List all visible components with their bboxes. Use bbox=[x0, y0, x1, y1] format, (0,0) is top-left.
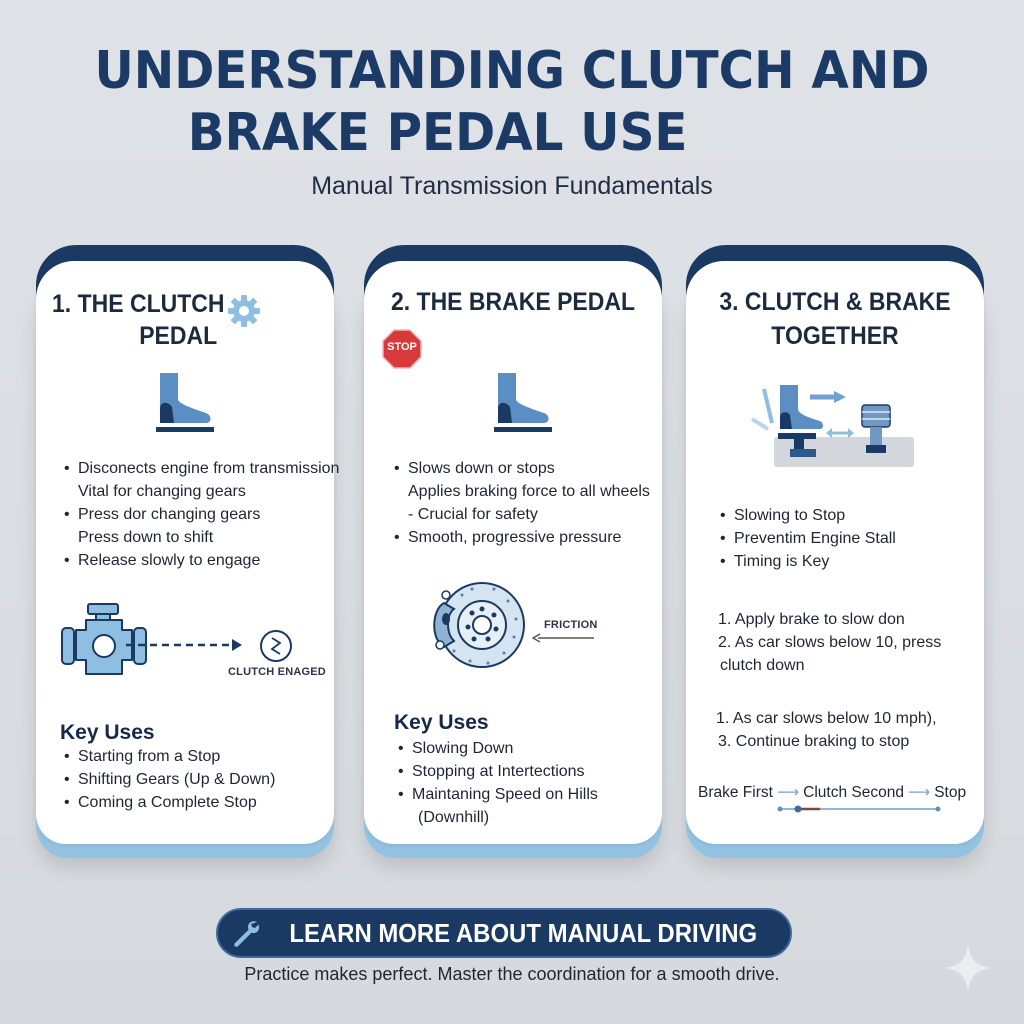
page-title-line1: UNDERSTANDING CLUTCH AND bbox=[94, 41, 930, 101]
bullet-item: Press dor changing gears bbox=[62, 503, 342, 526]
clutch-key-uses: Starting from a Stop Shifting Gears (Up … bbox=[62, 745, 342, 814]
foot-on-pedal-icon bbox=[156, 373, 214, 432]
bullet-item: Smooth, progressive pressure bbox=[392, 526, 672, 549]
footer-tagline: Practice makes perfect. Master the coord… bbox=[244, 964, 780, 984]
key-use-item: Maintaning Speed on Hills bbox=[396, 783, 666, 806]
bullet-item: Timing is Key bbox=[718, 550, 978, 573]
engine-icon bbox=[61, 603, 147, 675]
step-item: 1. Apply brake to slow don bbox=[718, 611, 905, 628]
steps-list-b: 1. As car slows below 10 mph), 3. Contin… bbox=[716, 707, 976, 753]
key-use-item: Coming a Complete Stop bbox=[62, 791, 342, 814]
card-title-line2: PEDAL bbox=[139, 322, 218, 350]
together-bullets: Slowing to Stop Preventim Engine Stall T… bbox=[718, 504, 978, 573]
step-item: 1. As car slows below 10 mph), bbox=[716, 710, 937, 727]
card-clutch-pedal: 1. THE CLUTCH PEDAL Di bbox=[36, 245, 339, 858]
friction-label: FRICTION bbox=[544, 619, 598, 631]
key-use-item: Shifting Gears (Up & Down) bbox=[62, 768, 342, 791]
card-title: 2. THE BRAKE PEDAL bbox=[390, 288, 636, 316]
key-use-item: Stopping at Intertections bbox=[396, 760, 666, 783]
brake-clutch-stop-flow: Brake First⟶Clutch Second⟶Stop bbox=[698, 783, 978, 802]
bullet-item: Vital for changing gears bbox=[78, 483, 246, 500]
flow-arrow-icon: ⟶ bbox=[776, 784, 800, 801]
page-title: UNDERSTANDING CLUTCH AND BRAKE PEDAL USE bbox=[36, 40, 988, 164]
bullet-item: Slowing to Stop bbox=[718, 504, 978, 527]
key-use-item: Starting from a Stop bbox=[62, 745, 342, 768]
bullet-item: Applies braking force to all wheels bbox=[408, 483, 650, 500]
step-item: 2. As car slows below 10, press bbox=[718, 634, 942, 651]
gear-icon bbox=[228, 295, 260, 327]
bullet-item: Preventim Engine Stall bbox=[718, 527, 978, 550]
flow-timeline bbox=[777, 805, 941, 813]
brake-key-uses: Slowing Down Stopping at Intertections M… bbox=[396, 737, 666, 829]
foot-on-pedal-icon bbox=[494, 373, 552, 432]
card-brake-pedal: 2. THE BRAKE PEDAL STOP Slows down or st… bbox=[364, 245, 662, 858]
clutch-engaged-label: CLUTCH ENAGED bbox=[228, 666, 326, 678]
bullet-item: Release slowly to engage bbox=[62, 549, 342, 572]
key-use-item: Slowing Down bbox=[396, 737, 666, 760]
brake-disc-icon bbox=[433, 582, 525, 668]
key-use-item: (Downhill) bbox=[418, 809, 490, 826]
steps-list-a: 1. Apply brake to slow don 2. As car slo… bbox=[718, 608, 978, 677]
step-item: 3. Continue braking to stop bbox=[718, 733, 910, 750]
clutch-symbol-icon bbox=[260, 630, 292, 662]
sparkle-icon bbox=[944, 944, 992, 992]
bullet-item: - Crucial for safety bbox=[408, 506, 538, 523]
stop-sign-text: STOP bbox=[387, 341, 417, 353]
card-title: 3. CLUTCH & BRAKE TOGETHER bbox=[698, 285, 972, 353]
card-title: 1. THE CLUTCH bbox=[52, 290, 225, 318]
dashed-arrow bbox=[126, 639, 242, 651]
bullet-item: Slows down or stops bbox=[392, 457, 672, 480]
learn-more-button[interactable]: LEARN MORE ABOUT MANUAL DRIVING bbox=[216, 908, 792, 958]
friction-arrow bbox=[532, 633, 594, 643]
key-uses-title: Key Uses bbox=[60, 721, 155, 744]
card-title-line1: 3. CLUTCH & BRAKE bbox=[719, 288, 951, 316]
step-item: clutch down bbox=[720, 657, 805, 674]
page-subtitle: Manual Transmission Fundamentals bbox=[311, 172, 713, 200]
page-title-line2: BRAKE PEDAL USE bbox=[187, 103, 688, 163]
stop-sign-icon: STOP bbox=[382, 329, 422, 369]
bullet-item: Press down to shift bbox=[78, 529, 214, 546]
flow-step-clutch: Clutch Second bbox=[803, 784, 904, 801]
card-clutch-brake-together: 3. CLUTCH & BRAKE TOGETHER Slowing to St… bbox=[686, 245, 984, 858]
flow-arrow-icon: ⟶ bbox=[907, 784, 931, 801]
bullet-item: Disconects engine from transmission bbox=[62, 457, 342, 480]
key-uses-title: Key Uses bbox=[394, 711, 489, 734]
learn-more-label: LEARN MORE ABOUT MANUAL DRIVING bbox=[289, 917, 757, 948]
foot-on-two-pedals-icon bbox=[750, 385, 914, 467]
flow-step-stop: Stop bbox=[934, 784, 967, 801]
clutch-bullets: Disconects engine from transmission Vita… bbox=[62, 457, 342, 572]
brake-bullets: Slows down or stops Applies braking forc… bbox=[392, 457, 672, 549]
flow-step-brake: Brake First bbox=[698, 784, 773, 801]
card-title-line2: TOGETHER bbox=[771, 322, 899, 350]
wrench-icon bbox=[234, 921, 259, 947]
